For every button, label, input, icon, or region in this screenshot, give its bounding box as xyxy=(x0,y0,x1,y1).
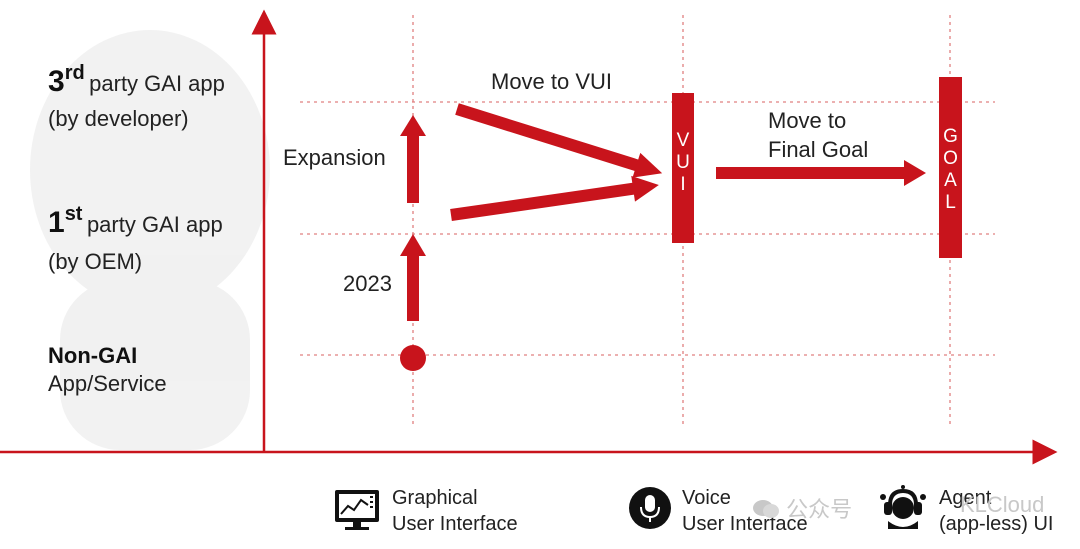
vui-letter: U xyxy=(676,152,690,174)
legend-gui-line2: User Interface xyxy=(392,511,518,537)
third-party-number: 3rd xyxy=(48,65,85,98)
non-gai-title: Non-GAI xyxy=(48,343,137,369)
goal-bar-letters: G O A L xyxy=(939,126,962,214)
goal-letter: A xyxy=(944,170,957,192)
third-party-sub: (by developer) xyxy=(48,106,189,132)
first-party-sub: (by OEM) xyxy=(48,249,142,275)
monitor-chart-icon xyxy=(333,488,381,532)
year-label: 2023 xyxy=(343,271,392,297)
microphone-icon xyxy=(628,486,672,530)
watermark-prefix: 公众号 xyxy=(786,497,852,522)
move-to-final-label-line2: Final Goal xyxy=(768,137,868,163)
third-party-text: party GAI app xyxy=(89,71,225,96)
first-party-number: 1st xyxy=(48,206,82,239)
goal-letter: O xyxy=(943,148,958,170)
legend-gui-line1: Graphical xyxy=(392,485,518,511)
vui-letter: I xyxy=(680,174,685,196)
vui-bar-letters: V U I xyxy=(672,130,694,196)
goal-letter: G xyxy=(943,126,958,148)
watermark-logo-icon xyxy=(752,498,780,520)
start-dot xyxy=(400,345,426,371)
legend-gui: Graphical User Interface xyxy=(392,485,518,537)
headset-agent-icon xyxy=(876,485,930,531)
goal-letter: L xyxy=(945,192,956,214)
row-label-third-party: 3rd party GAI app xyxy=(48,62,225,99)
arrow-vui-to-goal xyxy=(716,160,926,186)
arrow-first-party-to-vui xyxy=(449,172,661,228)
arrow-expansion xyxy=(400,115,426,203)
expansion-label: Expansion xyxy=(283,145,386,171)
watermark-name: KLCloud xyxy=(960,492,1044,518)
arrow-2023 xyxy=(400,234,426,321)
move-to-vui-label: Move to VUI xyxy=(491,69,612,95)
row-label-first-party: 1st party GAI app xyxy=(48,203,223,240)
arrow-third-party-to-vui xyxy=(453,97,666,186)
watermark: 公众号 xyxy=(752,492,852,524)
non-gai-sub: App/Service xyxy=(48,371,167,397)
vui-letter: V xyxy=(677,130,690,152)
first-party-text: party GAI app xyxy=(87,212,223,237)
move-to-final-label-line1: Move to xyxy=(768,108,846,134)
